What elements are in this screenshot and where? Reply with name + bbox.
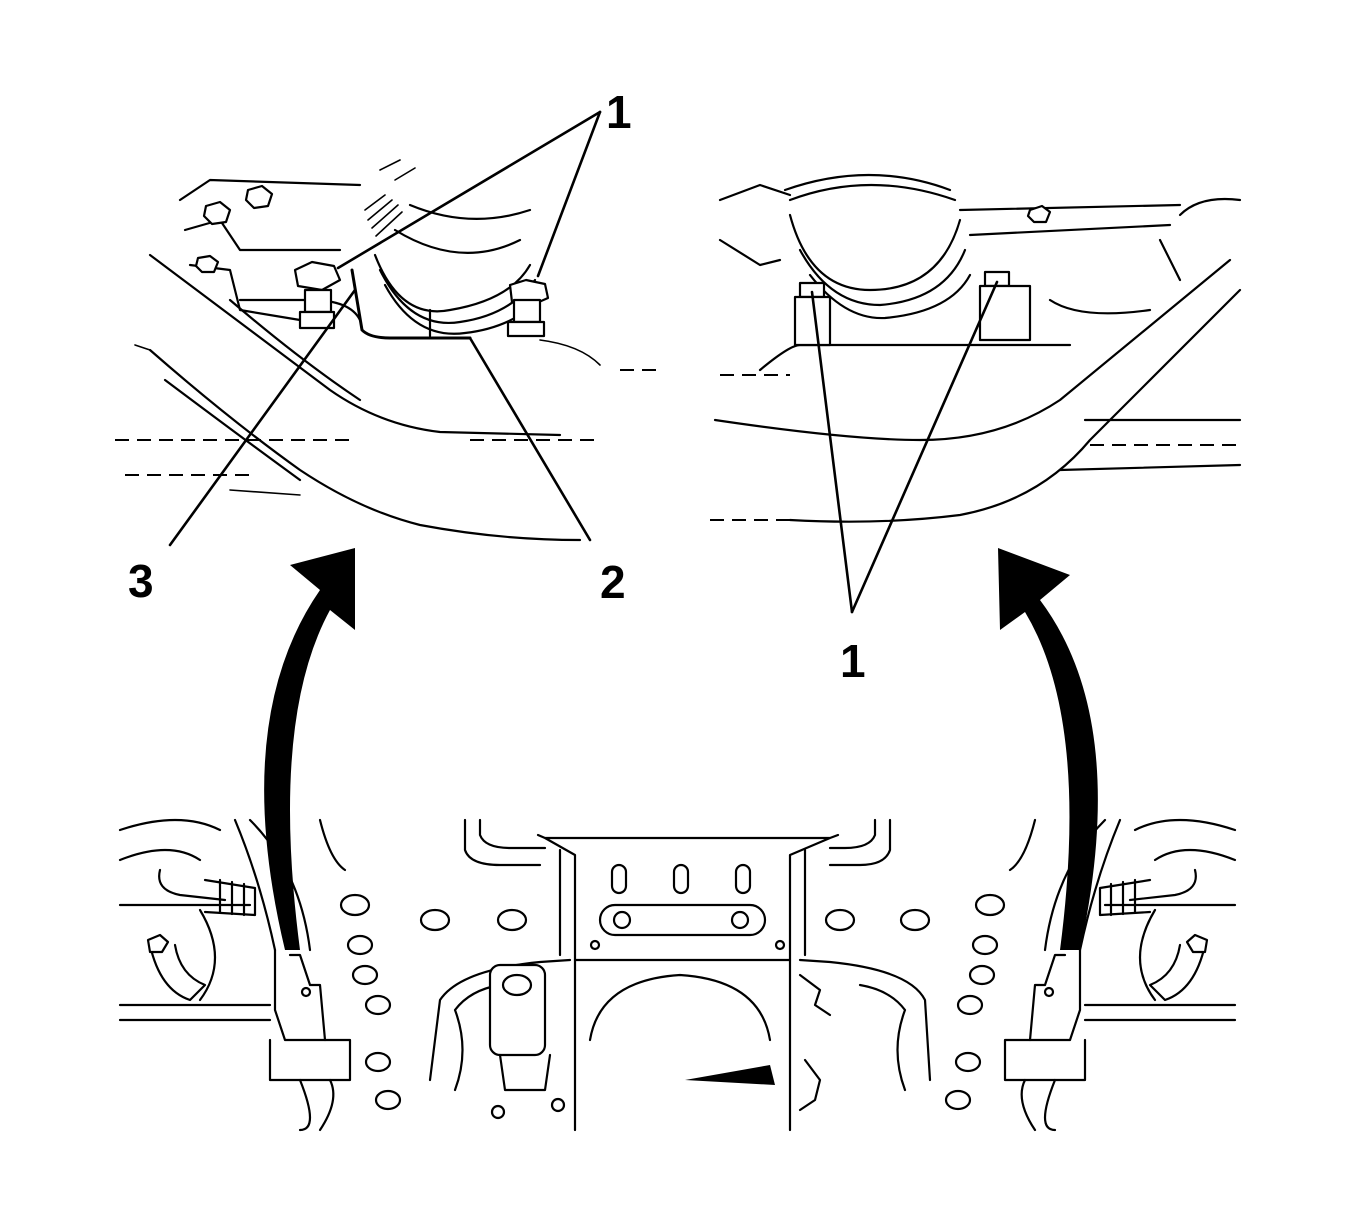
bottom-insulator-left (488, 963, 566, 1120)
right-bolt-rear (793, 281, 832, 347)
callout-1-left: 1 (606, 86, 632, 138)
right-suspension (1003, 818, 1237, 1132)
floor-holes-left (339, 893, 528, 1111)
right-crossmember-outline (713, 258, 1232, 442)
left-insulator-bracket (350, 268, 472, 340)
left-detail-view (115, 159, 660, 542)
left-hatching (364, 159, 416, 237)
left-curved-arrow-icon (264, 548, 355, 950)
left-bolt-front (506, 278, 550, 338)
right-curved-arrow-icon (998, 548, 1098, 950)
bottom-hanger-right (685, 973, 832, 1112)
callout-2: 2 (600, 556, 626, 608)
leader-lines (168, 110, 999, 614)
floor-holes-right (824, 893, 1006, 1111)
right-detail-view (710, 173, 1242, 523)
bottom-overview (118, 818, 1237, 1132)
right-exhaust-pipe (783, 173, 972, 320)
callout-1-right: 1 (840, 635, 866, 687)
callout-3: 3 (128, 555, 154, 607)
right-frame-nut (1026, 204, 1052, 224)
left-suspension (118, 818, 352, 1132)
center-mount-plate (536, 833, 840, 962)
left-frame-nuts (194, 184, 274, 274)
left-crossmember-outline (148, 348, 582, 542)
plate-slots (589, 863, 786, 951)
